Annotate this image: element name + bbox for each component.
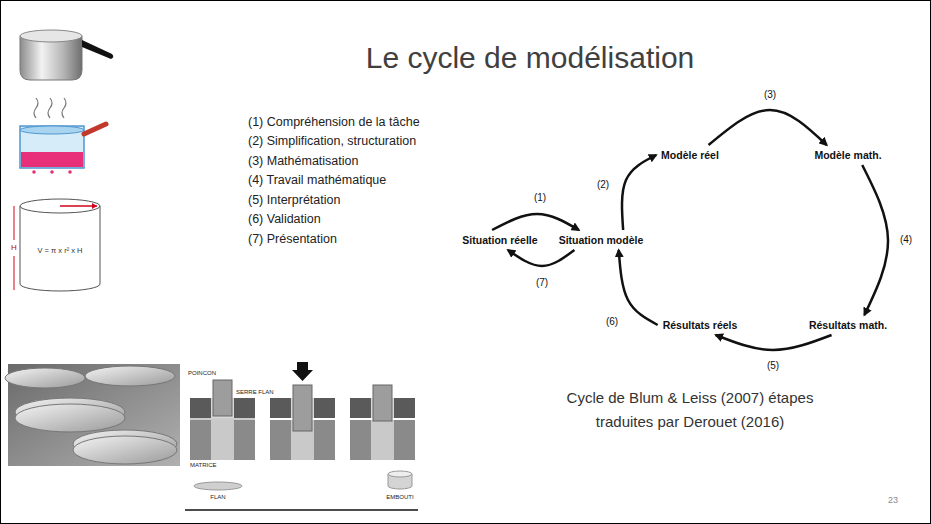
step-name: Résultats réels <box>663 319 738 331</box>
step-item: (6) Validation <box>248 212 321 227</box>
water-surface <box>20 126 84 134</box>
flame <box>32 170 36 174</box>
step-name: Situation réelle <box>462 234 537 246</box>
step-item: (1) Compréhension de la tâche <box>248 115 420 130</box>
steam <box>34 98 66 118</box>
part-label: POINCON <box>188 370 216 377</box>
cycle-step: Résultats math. <box>807 318 889 332</box>
punch <box>373 385 392 421</box>
step-item: (3) Mathématisation <box>248 154 358 169</box>
part-label: SERRE FLAN <box>236 389 274 396</box>
caption: Cycle de Blum & Leiss (2007) étapes trad… <box>545 386 835 434</box>
flame <box>50 170 54 174</box>
cycle-arrow <box>492 214 579 230</box>
step-number: (6) <box>604 316 620 328</box>
cycle-arrow <box>709 110 827 145</box>
cycle-arrow <box>622 155 656 230</box>
press-stage <box>350 385 415 460</box>
part-label: MATRICE <box>190 462 217 469</box>
slide-title: Le cycle de modélisation <box>366 40 695 76</box>
baseline <box>185 509 418 511</box>
volume-formula: V = π x r² x H <box>38 246 83 255</box>
cylinder-side <box>20 206 100 291</box>
flame <box>68 170 72 174</box>
cycle-arrow <box>862 165 888 315</box>
step-item: (7) Présentation <box>248 232 337 247</box>
radius-line <box>60 205 97 206</box>
cycle-step: Résultats réels <box>661 318 740 332</box>
press-stage <box>270 362 335 460</box>
saucepan-rim <box>20 30 82 42</box>
radius-arrowhead <box>92 203 97 209</box>
step-item: (2) Simplification, structuration <box>248 134 416 149</box>
die <box>190 420 255 460</box>
step-number: (4) <box>898 234 914 246</box>
dimension-label: H <box>11 243 17 253</box>
disc <box>5 368 85 388</box>
blank <box>190 418 255 420</box>
step-number: (3) <box>762 89 778 101</box>
saucepan-body <box>20 36 82 80</box>
cycle-step: Situation réelle <box>460 233 539 247</box>
step-number: (1) <box>532 192 548 204</box>
press-arrow <box>292 362 313 381</box>
page-number: 23 <box>888 495 898 506</box>
step-item: (5) Interprétation <box>248 193 340 208</box>
die <box>350 420 415 460</box>
cycle-step: Modèle math. <box>812 148 883 162</box>
pot-handle <box>84 124 106 134</box>
step-item: (4) Travail mathématique <box>248 173 386 188</box>
step-number: (5) <box>765 360 781 372</box>
cup-rim <box>388 471 412 477</box>
pot-body <box>20 126 84 168</box>
cylinder-top <box>20 199 100 213</box>
die-hole <box>371 420 394 460</box>
part-label: EMBOUTI <box>386 494 413 501</box>
punch <box>293 385 312 431</box>
heated-bottom <box>21 152 83 167</box>
disc <box>73 436 177 464</box>
step-name: Modèle réel <box>661 149 719 161</box>
step-number: (7) <box>534 277 550 289</box>
punch <box>213 380 232 416</box>
step-number: (2) <box>595 179 611 191</box>
cycle-arrow <box>619 250 658 325</box>
disc <box>15 404 125 432</box>
disc <box>85 366 175 386</box>
step-name: Résultats math. <box>809 319 887 331</box>
die-hole <box>211 420 234 460</box>
cycle-step: Modèle réel <box>659 148 721 162</box>
part-label: FLAN <box>210 494 225 501</box>
cycle-step: Situation modèle <box>557 233 646 247</box>
cycle-arrow <box>508 250 574 266</box>
saucepan-handle <box>82 40 113 59</box>
step-name: Modèle math. <box>814 149 881 161</box>
flat-blank <box>194 482 242 490</box>
step-name: Situation modèle <box>559 234 644 246</box>
cycle-arrow <box>716 335 832 350</box>
